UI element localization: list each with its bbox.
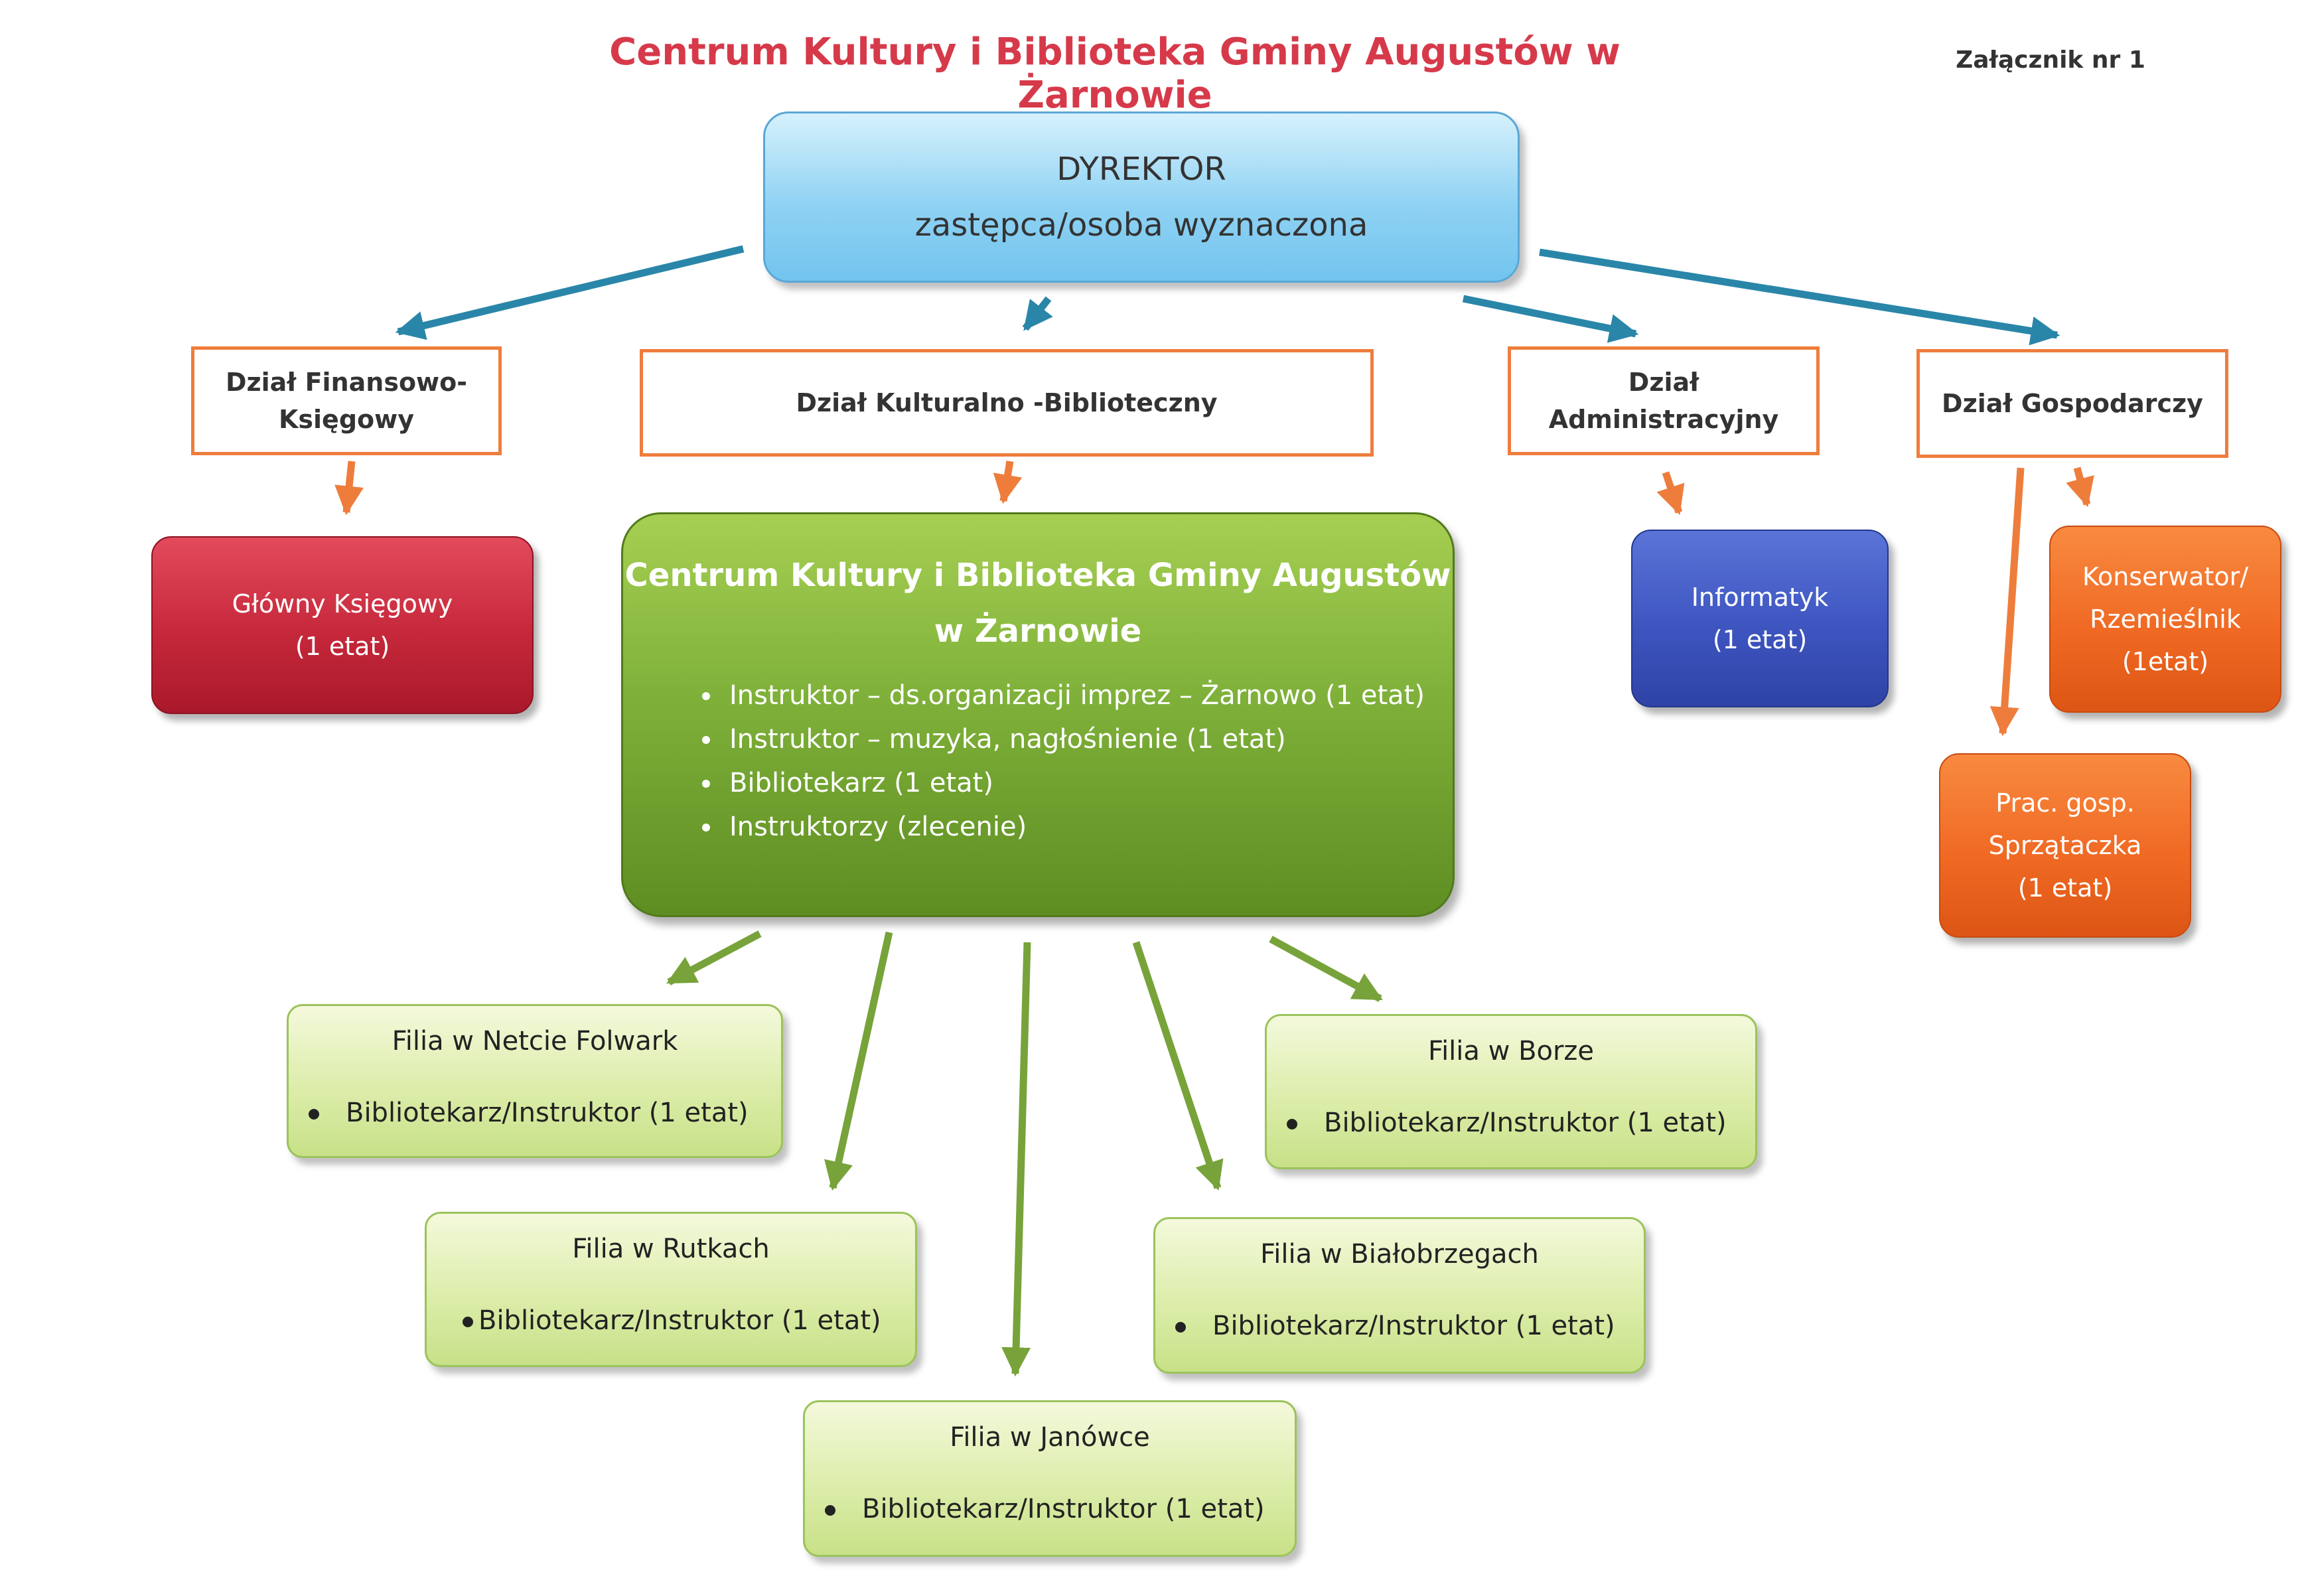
it-box: Informatyk (1 etat) bbox=[1631, 530, 1889, 707]
dept-culture-label: Dział Kulturalno -Biblioteczny bbox=[796, 388, 1218, 417]
director-deputy: zastępca/osoba wyznaczona bbox=[914, 206, 1368, 244]
arrow-center-bor bbox=[1269, 936, 1383, 1002]
conservator-line1: Konserwator/ bbox=[2082, 562, 2249, 591]
dept-admin-line2: Administracyjny bbox=[1548, 405, 1779, 434]
bullet-icon bbox=[1287, 1119, 1297, 1129]
branch-rutki: Filia w Rutkach Bibliotekarz/Instruktor … bbox=[425, 1212, 917, 1367]
bullet-icon bbox=[1175, 1322, 1186, 1333]
accountant-box: Główny Księgowy (1 etat) bbox=[151, 536, 534, 714]
branch-janowka: Filia w Janówce Bibliotekarz/Instruktor … bbox=[803, 1400, 1297, 1557]
branch-rutki-staff: Bibliotekarz/Instruktor (1 etat) bbox=[427, 1305, 951, 1336]
cleaner-box: Prac. gosp. Sprzątaczka (1 etat) bbox=[1939, 753, 2191, 938]
bullet-icon bbox=[463, 1317, 473, 1327]
arrow-economic-cleaner bbox=[1989, 467, 2025, 737]
branch-bialobrzegi: Filia w Białobrzegach Bibliotekarz/Instr… bbox=[1153, 1217, 1646, 1374]
director-box: DYREKTOR zastępca/osoba wyznaczona bbox=[763, 111, 1520, 283]
conservator-etat: (1etat) bbox=[2122, 647, 2209, 676]
branch-bialobrzegi-name: Filia w Białobrzegach bbox=[1260, 1239, 1539, 1270]
conservator-line2: Rzemieślnik bbox=[2090, 605, 2241, 634]
director-title: DYREKTOR bbox=[1056, 151, 1226, 188]
branch-bor-staff: Bibliotekarz/Instruktor (1 etat) bbox=[1267, 1108, 1775, 1138]
dept-admin-line1: Dział bbox=[1628, 368, 1699, 397]
annex-label: Załącznik nr 1 bbox=[1956, 46, 2145, 74]
arrow-center-rutki bbox=[824, 931, 893, 1191]
arrow-center-janowka bbox=[1001, 942, 1031, 1377]
branch-rutki-staff-text: Bibliotekarz/Instruktor (1 etat) bbox=[478, 1305, 881, 1336]
arrow-director-economic bbox=[1539, 248, 2060, 346]
bullet-icon bbox=[825, 1505, 835, 1516]
dept-culture: Dział Kulturalno -Biblioteczny bbox=[640, 349, 1374, 457]
branch-janowka-staff-text: Bibliotekarz/Instruktor (1 etat) bbox=[862, 1494, 1265, 1524]
culture-center-box: Centrum Kultury i Biblioteka Gminy Augus… bbox=[621, 512, 1455, 917]
dept-finance: Dział Finansowo- Księgowy bbox=[191, 346, 502, 455]
dept-admin: Dział Administracyjny bbox=[1508, 346, 1820, 455]
branch-netcie-staff: Bibliotekarz/Instruktor (1 etat) bbox=[289, 1098, 801, 1128]
list-item: Instruktor – ds.organizacji imprez – Żar… bbox=[723, 674, 1425, 717]
conservator-box: Konserwator/ Rzemieślnik (1etat) bbox=[2049, 526, 2281, 713]
branch-netcie: Filia w Netcie Folwark Bibliotekarz/Inst… bbox=[287, 1004, 783, 1158]
it-title: Informatyk bbox=[1691, 583, 1829, 612]
cleaner-line2: Sprzątaczka bbox=[1988, 831, 2142, 860]
list-item: Bibliotekarz (1 etat) bbox=[723, 761, 1425, 805]
it-etat: (1 etat) bbox=[1712, 625, 1808, 654]
dept-economic-label: Dział Gospodarczy bbox=[1942, 389, 2203, 418]
cleaner-line1: Prac. gosp. bbox=[1995, 788, 2135, 818]
arrow-finance-accountant bbox=[334, 461, 364, 516]
dept-finance-line1: Dział Finansowo- bbox=[225, 368, 468, 397]
dept-economic: Dział Gospodarczy bbox=[1916, 349, 2228, 458]
branch-bor-name: Filia w Borze bbox=[1427, 1036, 1595, 1066]
arrow-director-culture bbox=[1022, 296, 1053, 331]
culture-center-title-line2: w Żarnowie bbox=[934, 613, 1142, 650]
branch-bor-staff-text: Bibliotekarz/Instruktor (1 etat) bbox=[1324, 1108, 1727, 1138]
page-title: Centrum Kultury i Biblioteka Gminy Augus… bbox=[609, 31, 1621, 117]
accountant-title: Główny Księgowy bbox=[232, 589, 453, 618]
arrow-admin-it bbox=[1656, 471, 1685, 516]
arrow-center-bialobrzegi bbox=[1132, 941, 1224, 1191]
culture-center-title-line1: Centrum Kultury i Biblioteka Gminy Augus… bbox=[624, 557, 1451, 594]
culture-center-staff-list: Instruktor – ds.organizacji imprez – Żar… bbox=[689, 674, 1425, 849]
branch-bialobrzegi-staff-text: Bibliotekarz/Instruktor (1 etat) bbox=[1212, 1311, 1615, 1341]
branch-netcie-name: Filia w Netcie Folwark bbox=[392, 1026, 678, 1056]
arrow-culture-center bbox=[993, 461, 1023, 504]
branch-janowka-staff: Bibliotekarz/Instruktor (1 etat) bbox=[805, 1494, 1315, 1524]
arrow-director-finance bbox=[395, 245, 745, 340]
arrow-economic-conservator bbox=[2066, 467, 2094, 508]
cleaner-etat: (1 etat) bbox=[2017, 873, 2113, 903]
branch-netcie-staff-text: Bibliotekarz/Instruktor (1 etat) bbox=[346, 1098, 749, 1128]
arrow-center-netcie bbox=[666, 930, 762, 985]
dept-finance-line2: Księgowy bbox=[278, 405, 415, 434]
arrow-director-admin bbox=[1462, 295, 1639, 343]
branch-janowka-name: Filia w Janówce bbox=[950, 1422, 1150, 1453]
list-item: Instruktor – muzyka, nagłośnienie (1 eta… bbox=[723, 717, 1425, 761]
branch-bialobrzegi-staff: Bibliotekarz/Instruktor (1 etat) bbox=[1155, 1311, 1664, 1341]
list-item: Instruktorzy (zlecenie) bbox=[723, 805, 1425, 849]
branch-rutki-name: Filia w Rutkach bbox=[572, 1234, 770, 1264]
culture-center-title: Centrum Kultury i Biblioteka Gminy Augus… bbox=[623, 547, 1453, 659]
bullet-icon bbox=[309, 1109, 319, 1120]
branch-bor: Filia w Borze Bibliotekarz/Instruktor (1… bbox=[1265, 1014, 1757, 1169]
accountant-etat: (1 etat) bbox=[295, 632, 390, 661]
